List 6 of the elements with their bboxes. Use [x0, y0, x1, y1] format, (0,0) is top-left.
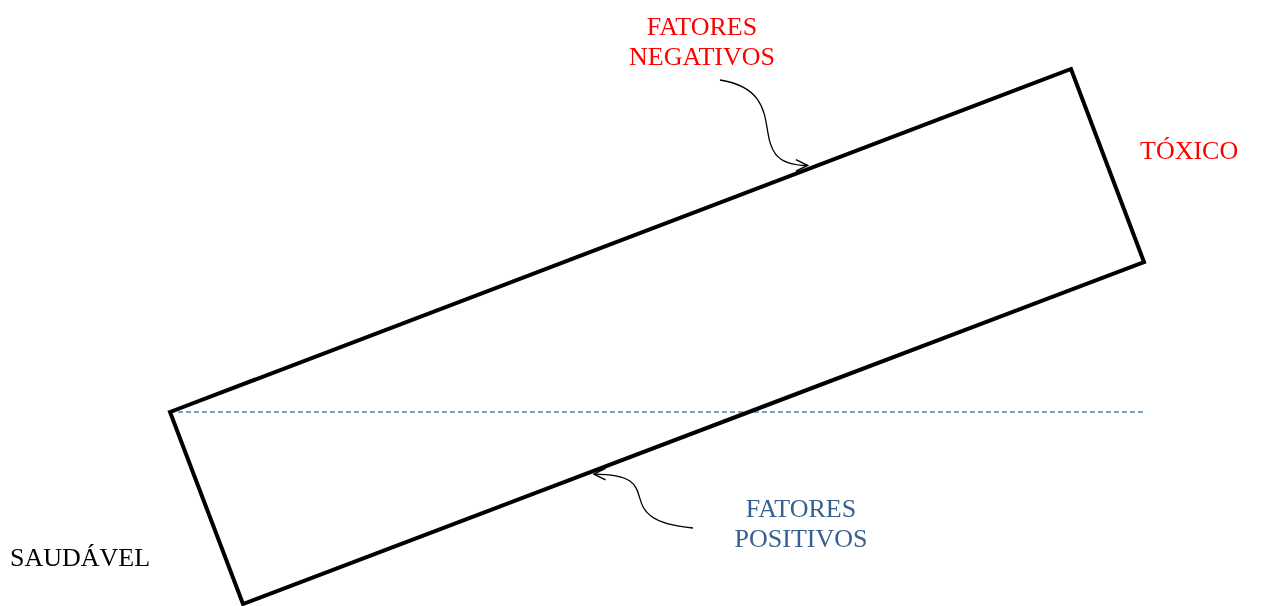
factor-label: FATORES NEGATIVOS [612, 12, 792, 74]
state-label: TÓXICO [1140, 136, 1239, 166]
factor-label: FATORES POSITIVOS [712, 494, 890, 562]
state-label: SAUDÁVEL [10, 543, 151, 573]
curved-arrow [593, 468, 694, 529]
curved-arrow [719, 79, 809, 171]
